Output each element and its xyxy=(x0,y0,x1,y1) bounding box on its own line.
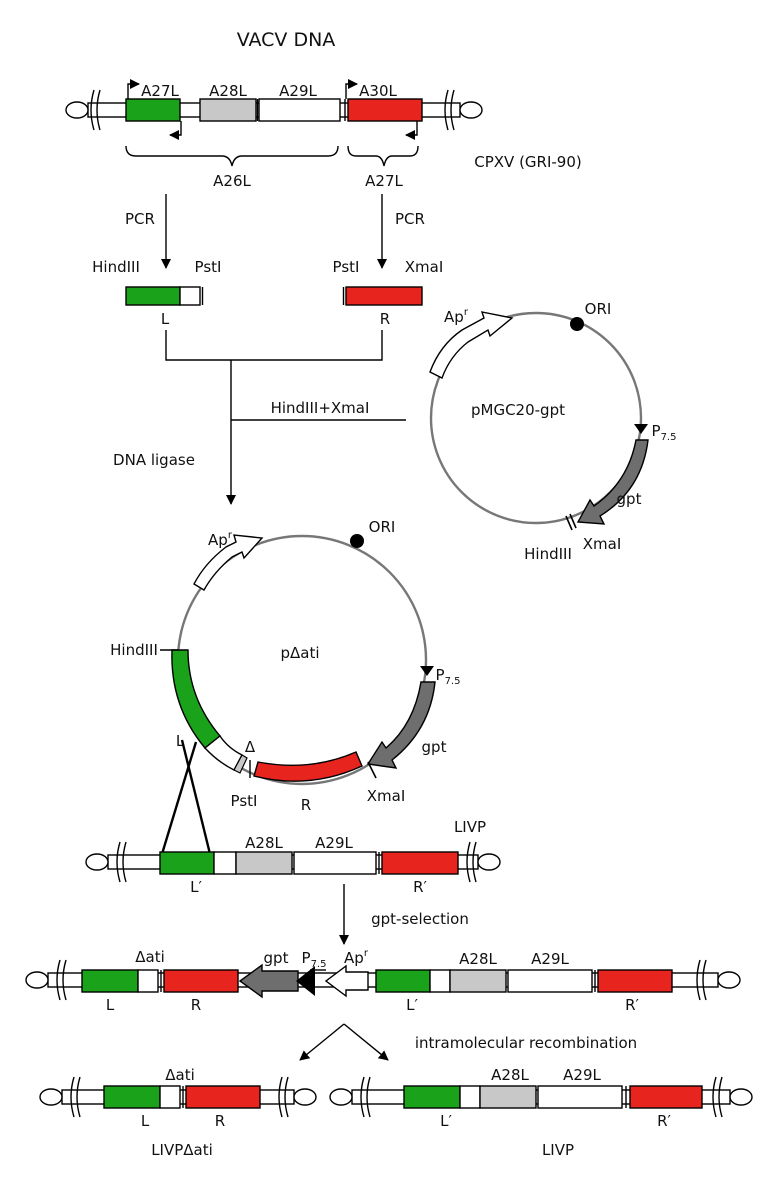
site-psti-left: PstI xyxy=(195,258,222,276)
int-apr: Apr xyxy=(344,948,369,967)
pdati-arm-l: L xyxy=(176,732,185,750)
apr-arrow-icon xyxy=(324,964,369,998)
arm-r-red xyxy=(253,751,363,782)
pmgc-site-xmai: XmaI xyxy=(583,535,622,553)
pdati-name: pΔati xyxy=(280,644,319,662)
fragment-l-label: L xyxy=(161,310,170,328)
gene-label-a30l: A30L xyxy=(359,82,397,100)
strain-label: CPXV (GRI-90) xyxy=(474,153,582,171)
brace-left-label: A26L xyxy=(213,172,251,190)
pl-dati: Δati xyxy=(165,1066,195,1084)
int-arm-l: L xyxy=(106,996,115,1014)
apr-arrow-icon xyxy=(429,311,514,379)
pcr-right-label: PCR xyxy=(395,210,425,228)
fragment-l-green xyxy=(125,286,181,306)
plasmid-pdati: Apr ORI P7.5 gpt HindIII L Δ PstI R XmaI… xyxy=(110,518,461,855)
pr-gene-a29l: A29L xyxy=(563,1066,601,1084)
primer-arrow-icon xyxy=(169,121,182,140)
pl-label: LIVPΔati xyxy=(151,1141,213,1159)
gpt-arrow-icon xyxy=(366,681,436,769)
int-gpt: gpt xyxy=(264,949,289,967)
gpt-arrow-icon xyxy=(238,963,299,999)
ori-dot-icon xyxy=(570,317,584,331)
pdati-apr: Apr xyxy=(208,530,233,549)
selection-label: gpt-selection xyxy=(371,910,469,928)
pmgc-gpt: gpt xyxy=(617,490,642,508)
vacv-construct: A27L A28L A29L A30L A26L A27L CPXV (GRI-… xyxy=(65,79,582,190)
livp-gene-a28l: A28L xyxy=(245,834,283,852)
pr-arm-l: L′ xyxy=(440,1112,452,1130)
gene-a27l-box xyxy=(125,98,181,122)
pmgc-promoter: P7.5 xyxy=(652,422,677,443)
gene-label-a28l: A28L xyxy=(209,82,247,100)
pdati-ori: ORI xyxy=(369,518,396,536)
livp-label: LIVP xyxy=(454,818,486,836)
int-promoter: P7.5 xyxy=(302,949,327,970)
pmgc-ori: ORI xyxy=(585,300,612,318)
gene-a30l-box xyxy=(347,98,423,122)
livp-gene-a29l: A29L xyxy=(315,834,353,852)
int-dati: Δati xyxy=(135,948,165,966)
fragment-r-label: R xyxy=(380,310,390,328)
int-arm-r2: R′ xyxy=(625,996,639,1014)
apr-arrow-icon xyxy=(193,534,264,591)
gene-a28l-box xyxy=(199,98,257,122)
int-arm-r: R xyxy=(191,996,201,1014)
pmgc-apr: Apr xyxy=(444,307,469,326)
site-psti-right: PstI xyxy=(333,258,360,276)
pcr-left-label: PCR xyxy=(125,210,155,228)
promoter-arrow-icon xyxy=(345,79,358,99)
pmgc-name: pMGC20-gpt xyxy=(471,401,565,419)
recombination-label: intramolecular recombination xyxy=(415,1034,637,1052)
brace-left xyxy=(125,145,339,167)
plasmid-pmgc20-gpt: Apr ORI P7.5 gpt HindIII XmaI pMGC20-gpt xyxy=(429,300,677,563)
pdati-promoter: P7.5 xyxy=(436,666,461,687)
brace-right-label: A27L xyxy=(365,172,403,190)
ligase-label: DNA ligase xyxy=(113,451,195,469)
int-arm-l2: L′ xyxy=(406,996,418,1014)
pdati-site-hindiii: HindIII xyxy=(110,641,158,659)
livp-arm-l: L′ xyxy=(190,878,202,896)
pl-arm-l: L xyxy=(141,1112,150,1130)
pdati-site-psti: PstI xyxy=(231,792,258,810)
title: VACV DNA xyxy=(237,29,336,51)
gene-label-a27l: A27L xyxy=(141,82,179,100)
digest-label: HindIII+XmaI xyxy=(271,399,370,417)
gpt-arrow-icon xyxy=(576,439,649,525)
int-gene-a29l: A29L xyxy=(531,950,569,968)
pdati-arm-r: R xyxy=(301,796,311,814)
promoter-triangle-icon xyxy=(420,666,434,676)
pdati-site-xmai: XmaI xyxy=(367,787,406,805)
promoter-triangle-icon xyxy=(296,966,315,996)
pr-arm-r: R′ xyxy=(657,1112,671,1130)
gene-a29l-box xyxy=(258,98,341,122)
livp-arm-r: R′ xyxy=(413,878,427,896)
pdati-delta: Δ xyxy=(245,738,256,756)
product-livp-dati: Δati L R LIVPΔati xyxy=(39,1066,317,1159)
pr-label: LIVP xyxy=(542,1141,574,1159)
integrated-construct: Δati gpt P7.5 Apr A28L A29L L R L′ R′ xyxy=(25,948,741,1014)
int-gene-a28l: A28L xyxy=(459,950,497,968)
pdati-gpt: gpt xyxy=(422,738,447,756)
fragment-r-red xyxy=(345,286,423,306)
brace-right xyxy=(347,145,419,167)
promoter-triangle-icon xyxy=(634,424,648,434)
pl-arm-r: R xyxy=(215,1112,225,1130)
gene-label-a29l: A29L xyxy=(279,82,317,100)
ori-dot-icon xyxy=(350,534,364,548)
pr-gene-a28l: A28L xyxy=(491,1066,529,1084)
pcr-step: PCR PCR HindIII PstI PstI XmaI L R HindI… xyxy=(92,194,444,505)
primer-arrow-icon xyxy=(405,121,418,140)
product-livp: A28L A29L L′ R′ LIVP xyxy=(329,1066,753,1159)
promoter-arrow-icon xyxy=(127,79,140,99)
site-hindiii-left: HindIII xyxy=(92,258,140,276)
pmgc-site-hindiii: HindIII xyxy=(524,545,572,563)
livp-construct: A28L A29L LIVP L′ R′ xyxy=(85,818,501,896)
site-xmai-right: XmaI xyxy=(405,258,444,276)
